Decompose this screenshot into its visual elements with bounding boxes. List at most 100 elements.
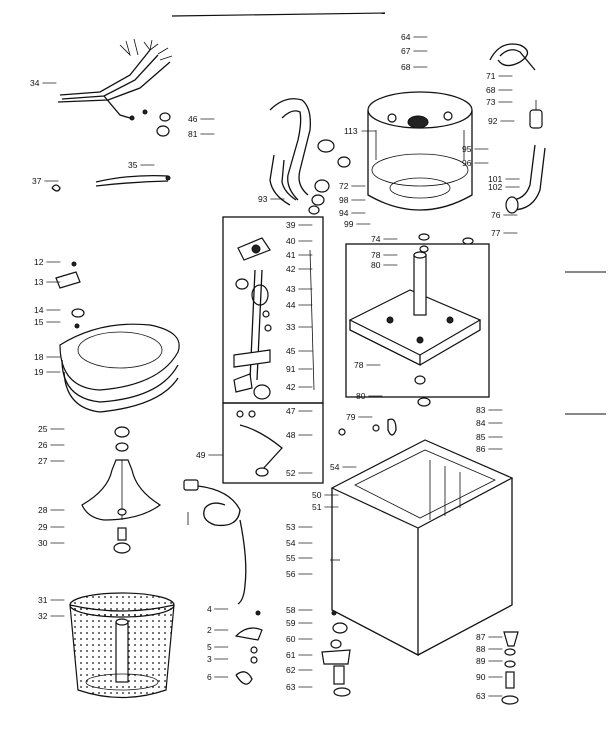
part-label: 96 [462, 158, 472, 168]
part-label: 15 [34, 317, 44, 327]
mechanism-parts [233, 237, 315, 477]
part-label: 88 [476, 644, 486, 654]
part-label: 26 [38, 440, 48, 450]
small-parts-2-6 [234, 610, 263, 685]
part-label: 54 [330, 462, 340, 472]
part-label: 94 [339, 208, 349, 218]
part-label: 63 [286, 682, 296, 692]
part-label: 27 [38, 456, 48, 466]
part-label: 64 [401, 32, 411, 42]
part-label: 83 [476, 405, 486, 415]
washers-74-78 [418, 233, 474, 253]
part-label: 3 [207, 654, 212, 664]
outer-tub [367, 91, 473, 211]
part-label: 25 [38, 424, 48, 434]
wire-harness [57, 38, 173, 121]
power-cord [183, 479, 247, 605]
part-label: 98 [339, 195, 349, 205]
part-label: 58 [286, 605, 296, 615]
part-label: 18 [34, 352, 44, 362]
part-label: 60 [286, 634, 296, 644]
part-label: 32 [38, 611, 48, 621]
part-label: 44 [286, 300, 296, 310]
part-label: 73 [486, 97, 496, 107]
fill-hose-71 [489, 43, 536, 71]
part-label: 76 [491, 210, 501, 220]
switch-12-15 [55, 261, 85, 329]
part-label: 29 [38, 522, 48, 532]
valve-92 [529, 100, 543, 129]
harness-frame [222, 402, 324, 484]
part-label: 59 [286, 618, 296, 628]
part-label: 52 [286, 468, 296, 478]
tub-ring-18-19 [59, 323, 180, 413]
part-label: 86 [476, 444, 486, 454]
part-label: 71 [486, 71, 496, 81]
part-label: 50 [312, 490, 322, 500]
part-label: 12 [34, 257, 44, 267]
header-rule [171, 12, 386, 17]
part-label: 113 [344, 126, 358, 136]
part-label: 68 [486, 85, 496, 95]
part-label: 42 [286, 264, 296, 274]
part-label: 93 [258, 194, 268, 204]
wire-35 [95, 174, 171, 187]
part-label: 80 [356, 391, 366, 401]
part-label: 51 [312, 502, 322, 512]
connector-46-81 [156, 112, 171, 137]
part-label: 54 [286, 538, 296, 548]
basket-31-32 [69, 592, 175, 699]
part-label: 56 [286, 569, 296, 579]
hose-assembly [269, 98, 351, 215]
mechanism-frame [222, 216, 324, 404]
part-label: 5 [207, 642, 212, 652]
part-label: 42 [286, 382, 296, 392]
part-label: 78 [354, 360, 364, 370]
part-label: 72 [339, 181, 349, 191]
part-label: 48 [286, 430, 296, 440]
leveler-87-90 [501, 631, 519, 705]
part-label: 53 [286, 522, 296, 532]
part-label: 2 [207, 625, 212, 635]
part-label: 47 [286, 406, 296, 416]
part-label: 13 [34, 277, 44, 287]
agitator-25-30 [81, 426, 162, 554]
part-label: 39 [286, 220, 296, 230]
part-label: 14 [34, 305, 44, 315]
base-plate [348, 251, 482, 407]
part-label: 91 [286, 364, 296, 374]
part-label: 85 [476, 432, 486, 442]
base-plate-frame [345, 243, 490, 398]
part-label: 30 [38, 538, 48, 548]
pump-58-63 [321, 610, 351, 697]
part-label: 49 [196, 450, 206, 460]
part-label: 28 [38, 505, 48, 515]
cabinet [330, 418, 514, 657]
part-label: 68 [401, 62, 411, 72]
part-label: 87 [476, 632, 486, 642]
clip-37 [51, 184, 61, 192]
part-label: 92 [488, 116, 498, 126]
part-label: 79 [346, 412, 356, 422]
part-label: 40 [286, 236, 296, 246]
part-label: 78 [371, 250, 381, 260]
part-label: 31 [38, 595, 48, 605]
part-label: 62 [286, 665, 296, 675]
part-label: 74 [371, 234, 381, 244]
part-label: 95 [462, 144, 472, 154]
part-label: 46 [188, 114, 198, 124]
part-label: 41 [286, 250, 296, 260]
part-label: 34 [30, 78, 40, 88]
part-label: 55 [286, 553, 296, 563]
part-label: 99 [344, 219, 354, 229]
part-label: 80 [371, 260, 381, 270]
part-label: 45 [286, 346, 296, 356]
part-label: 67 [401, 46, 411, 56]
part-label: 6 [207, 672, 212, 682]
part-label: 37 [32, 176, 42, 186]
part-label: 19 [34, 367, 44, 377]
part-label: 63 [476, 691, 486, 701]
